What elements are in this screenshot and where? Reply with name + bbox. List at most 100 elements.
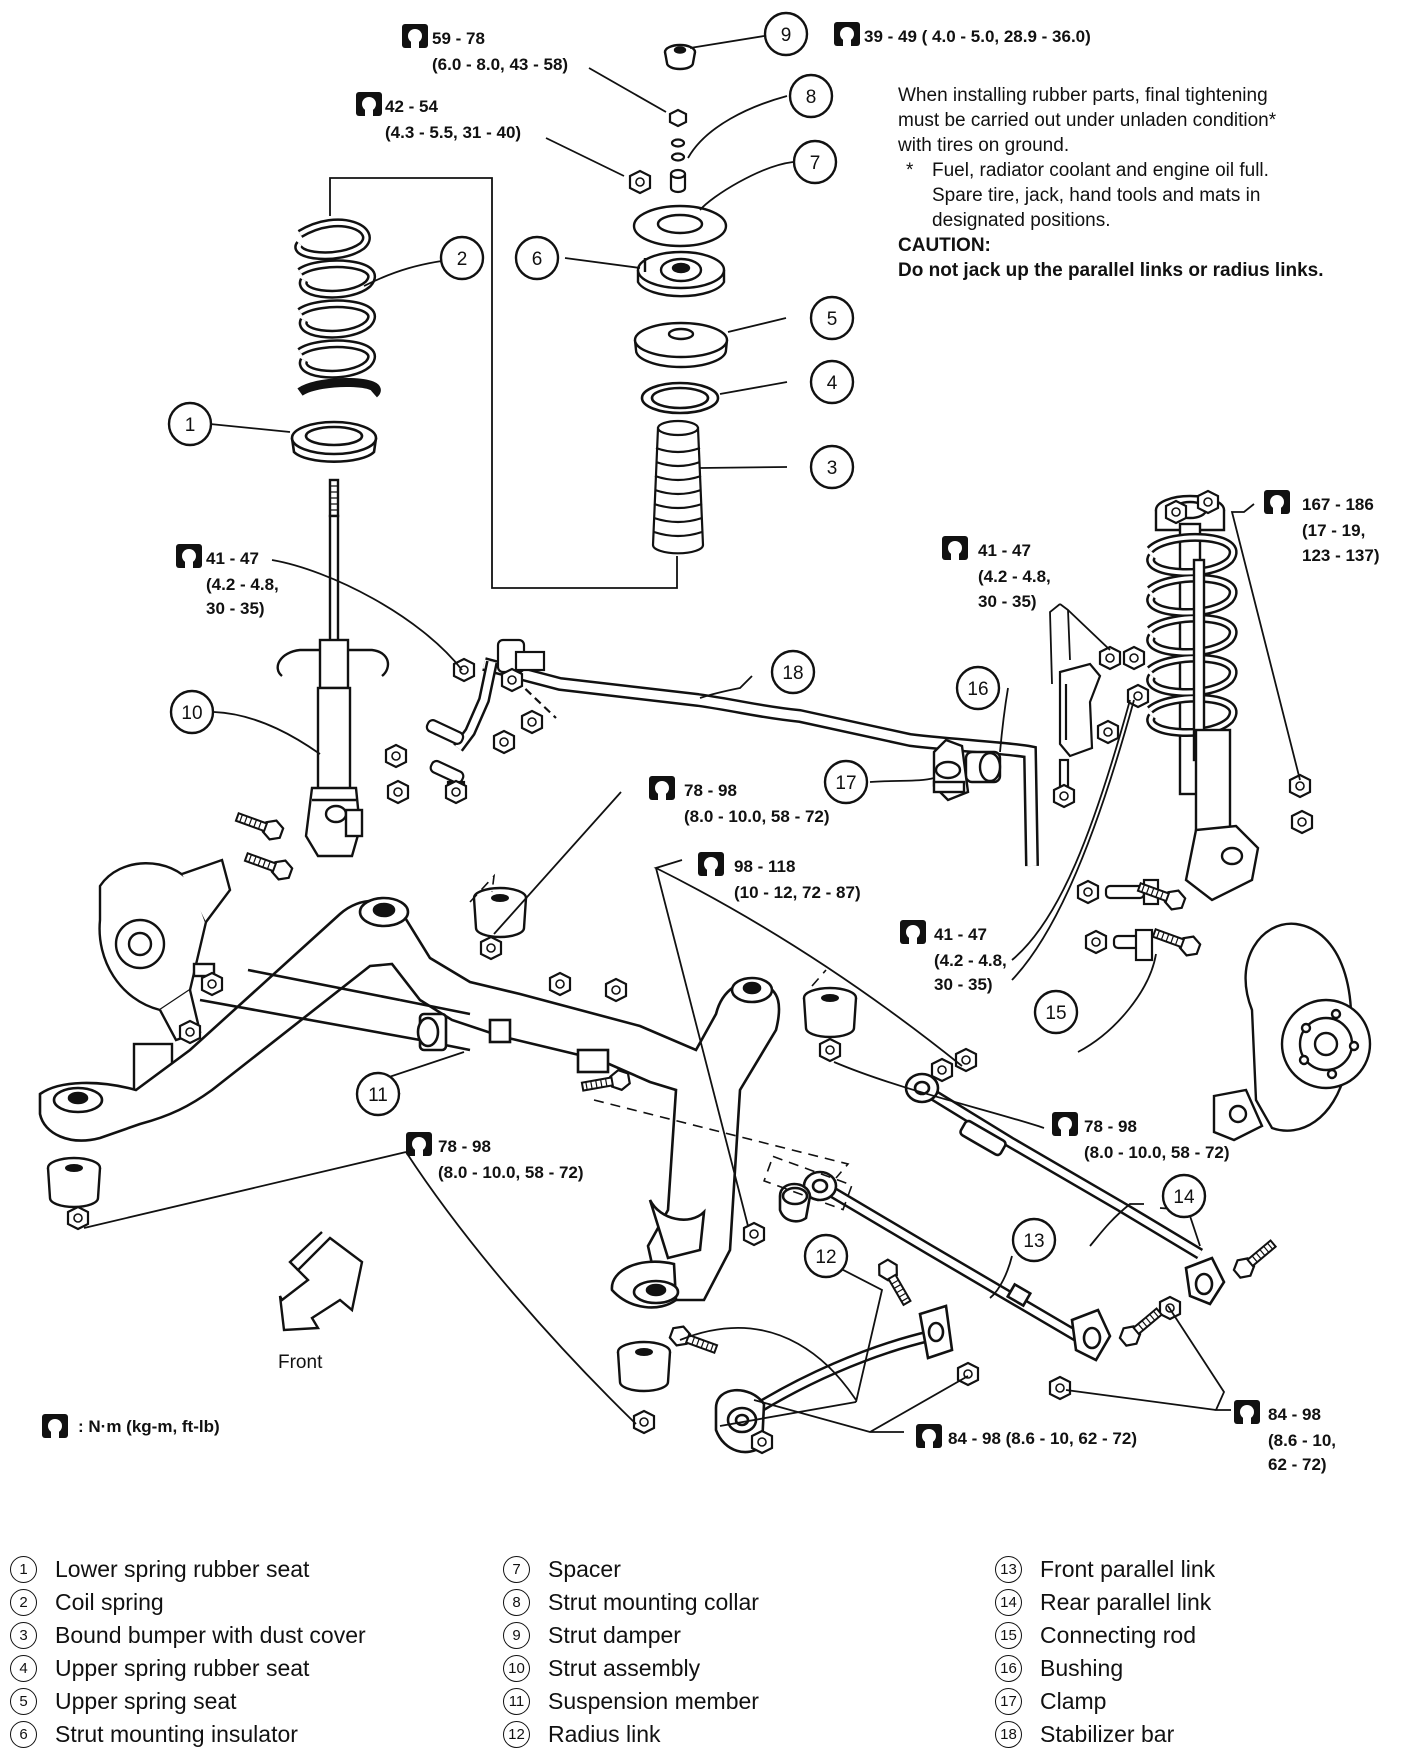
torque-84-98-b: 84 - 98 [1268, 1405, 1321, 1424]
connecting-rod-15 [1076, 878, 1160, 962]
legend-label: Upper spring seat [55, 1688, 237, 1714]
svg-text:10: 10 [181, 703, 202, 724]
installation-notes: When installing rubber parts, final tigh… [898, 83, 1398, 283]
note-footnote: designated positions. [898, 208, 1398, 233]
assembly-bracket-line [329, 177, 678, 589]
svg-text:17: 17 [835, 773, 856, 794]
svg-text:(8.0 - 10.0, 58 - 72): (8.0 - 10.0, 58 - 72) [438, 1163, 584, 1182]
svg-text:7: 7 [810, 153, 821, 174]
knuckle-left [98, 858, 232, 1098]
legend-number: 18 [995, 1721, 1022, 1748]
bound-bumper-3 [651, 419, 705, 555]
strut-mounting-nut-42 [628, 169, 652, 195]
svg-text:12: 12 [815, 1247, 836, 1268]
front-label: Front [278, 1352, 323, 1373]
torque-78-98-b: 78 - 98 [438, 1137, 491, 1156]
legend-number: 4 [10, 1655, 37, 1682]
svg-text:15: 15 [1045, 1003, 1066, 1024]
radius-link-12 [666, 1255, 980, 1455]
legend-label: Bound bumper with dust cover [55, 1622, 366, 1648]
legend-label: Radius link [548, 1721, 661, 1747]
spacer-7 [632, 204, 728, 248]
svg-text:11: 11 [368, 1085, 388, 1106]
svg-text:30 - 35): 30 - 35) [934, 975, 993, 994]
caution-title: CAUTION: [898, 235, 991, 256]
note-line: Fuel, radiator coolant and engine oil fu… [932, 160, 1269, 181]
front-arrow-icon [278, 1231, 364, 1332]
callout-6 [514, 235, 560, 281]
legend-label: Strut assembly [548, 1655, 701, 1681]
legend-label: Strut damper [548, 1622, 681, 1648]
svg-text:1: 1 [185, 415, 196, 436]
legend-number: 9 [503, 1622, 530, 1649]
torque-78-98-c: 78 - 98 [1084, 1117, 1137, 1136]
legend-number: 1 [10, 1556, 37, 1583]
svg-text:(6.0 - 8.0, 43 - 58): (6.0 - 8.0, 43 - 58) [432, 55, 568, 74]
torque-labels: 59 - 78 (6.0 - 8.0, 43 - 58) 42 - 54 (4.… [206, 27, 1380, 1474]
legend-label: Bushing [1040, 1655, 1124, 1681]
callout-18 [770, 649, 816, 695]
svg-text:9: 9 [781, 25, 792, 46]
torque-39-49: 39 - 49 ( 4.0 - 5.0, 28.9 - 36.0) [864, 27, 1091, 46]
note-footnote: *Fuel, radiator coolant and engine oil f… [898, 158, 1398, 183]
torque-59-78: 59 - 78 [432, 29, 485, 48]
legend-label: Suspension member [548, 1688, 759, 1714]
callout-5 [809, 295, 855, 341]
torque-98-118: 98 - 118 [734, 857, 795, 876]
callout-16 [955, 665, 1001, 711]
legend-number: 12 [503, 1721, 530, 1748]
legend-number: 10 [503, 1655, 530, 1682]
legend-label: Upper spring rubber seat [55, 1655, 310, 1681]
svg-text:(4.3 - 5.5, 31 - 40): (4.3 - 5.5, 31 - 40) [385, 123, 521, 142]
stabilizer-bar-18 [453, 657, 1039, 867]
strut-mounting-insulator-6 [636, 250, 726, 298]
clamp-17 [932, 738, 970, 802]
strut-spring-right-hl [1148, 535, 1235, 735]
svg-text:(17 - 19,: (17 - 19, [1302, 521, 1365, 540]
note-line: Spare tire, jack, hand tools and mats in [932, 185, 1261, 206]
callout-4 [809, 359, 855, 405]
legend-label: Stabilizer bar [1040, 1721, 1175, 1747]
legend-label: Rear parallel link [1040, 1589, 1212, 1615]
svg-text:18: 18 [782, 663, 803, 684]
strut-assembly-10 [276, 478, 390, 858]
svg-text:(8.0 - 10.0, 58 - 72): (8.0 - 10.0, 58 - 72) [1084, 1143, 1230, 1162]
svg-text:13: 13 [1023, 1231, 1044, 1252]
legend-number: 11 [503, 1688, 530, 1715]
svg-text:14: 14 [1173, 1187, 1195, 1208]
torque-41-47-a: 41 - 47 [206, 549, 259, 568]
torque-41-47-c: 41 - 47 [934, 925, 987, 944]
legend-label: Strut mounting collar [548, 1589, 759, 1615]
svg-text:30 - 35): 30 - 35) [978, 592, 1037, 611]
note-line: with tires on ground. [898, 135, 1070, 156]
legend-number: 15 [995, 1622, 1022, 1649]
svg-text:(10 - 12, 72 - 87): (10 - 12, 72 - 87) [734, 883, 861, 902]
stabilizer-clamp-left [496, 638, 557, 719]
legend-label: Lower spring rubber seat [55, 1556, 310, 1582]
note-footnote: Spare tire, jack, hand tools and mats in [898, 183, 1398, 208]
torque-41-47-b: 41 - 47 [978, 541, 1031, 560]
callout-14 [1161, 1173, 1207, 1219]
callout-numbers: 9 8 7 2 6 5 4 1 3 10 18 16 17 15 11 14 1… [181, 25, 1195, 1268]
torque-42-54: 42 - 54 [385, 97, 438, 116]
caution-text: Do not jack up the parallel links or rad… [898, 260, 1324, 281]
svg-text:2: 2 [457, 249, 468, 270]
legend-label: Spacer [548, 1556, 621, 1582]
suspension-member-11 [38, 896, 781, 1309]
legend-number: 7 [503, 1556, 530, 1583]
torque-unit-legend: : N·m (kg-m, ft-lb) [78, 1417, 220, 1436]
legend-label: Strut mounting insulator [55, 1721, 298, 1747]
legend-number: 6 [10, 1721, 37, 1748]
strut-mounting-collar-8 [668, 108, 688, 194]
svg-text:3: 3 [827, 458, 838, 479]
legend-number: 2 [10, 1589, 37, 1616]
svg-text:(4.2 - 4.8,: (4.2 - 4.8, [934, 951, 1007, 970]
svg-text:(4.2 - 4.8,: (4.2 - 4.8, [978, 567, 1051, 586]
note-line: must be carried out under unladen condit… [898, 110, 1277, 131]
callout-12 [803, 1233, 849, 1279]
callout-13 [1011, 1217, 1057, 1263]
svg-text:123 - 137): 123 - 137) [1302, 546, 1380, 565]
callout-17 [823, 759, 869, 805]
callout-10 [169, 689, 215, 735]
svg-text:30 - 35): 30 - 35) [206, 599, 265, 618]
